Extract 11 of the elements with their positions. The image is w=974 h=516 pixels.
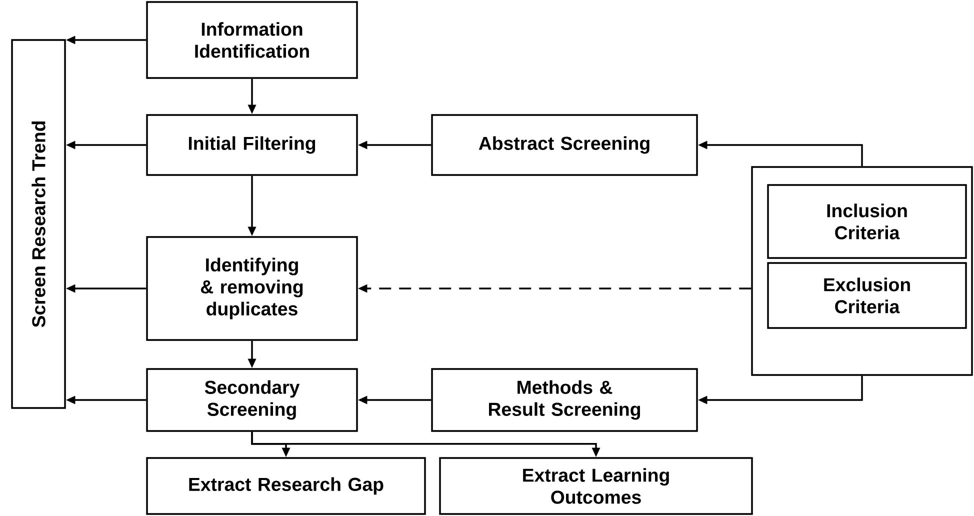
process-box: Exclusion Criteria [767,262,967,329]
process-box: Identifying & removing duplicates [146,236,358,341]
process-box: Methods & Result Screening [431,368,698,432]
process-box: Extract Research Gap [146,457,426,515]
process-box: Initial Filtering [146,114,358,176]
process-box: Abstract Screening [431,114,698,176]
process-box: Inclusion Criteria [767,184,967,259]
process-box: Information Identification [146,1,358,79]
vertical-box: Screen Research Trend [11,39,66,409]
process-box: Secondary Screening [146,368,358,432]
process-box: Extract Learning Outcomes [439,457,753,515]
